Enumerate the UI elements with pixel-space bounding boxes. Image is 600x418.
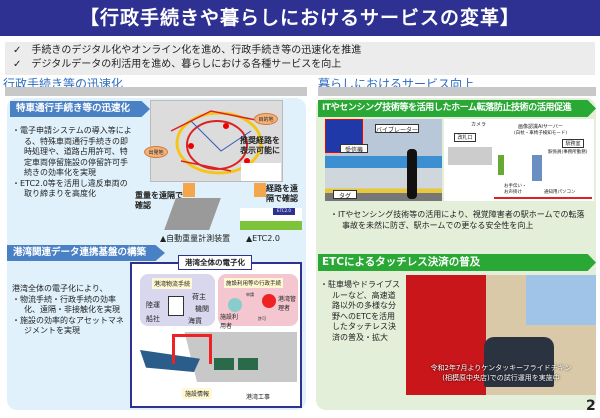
tokusha-header: 特車通行手続き等の迅速化 (10, 101, 150, 117)
etc-badge: ETC2.0 (273, 208, 295, 215)
route-check-label: 経路を遠隔で確認 (266, 184, 298, 203)
bullet: 物流手続・行政手続の効率化、遠隔・非接触化を実現 (12, 295, 127, 316)
crane-icon (172, 334, 212, 364)
weight-label: 重量を遠隔で確認 (135, 191, 183, 210)
route-map-icon (170, 110, 281, 181)
port-diagram: 港湾物流手続 陸運 荷主 機関 船社 海貨 施設利用等の行政手続 申請 許可 港… (130, 262, 302, 408)
etc-image: ETC2.0 (240, 208, 302, 230)
permit-label: 許可 (258, 316, 266, 321)
bullet: 電子申請システムの導入等による、特殊車両通行手続きの即時処理や、道路占用許可、特… (12, 126, 132, 179)
tokusha-bullets: 電子申請システムの導入等による、特殊車両通行手続きの即時処理や、道路占用許可、特… (12, 126, 132, 200)
vibrator-label: バイブレーター (375, 124, 419, 134)
user-icon (228, 298, 242, 312)
caption-line: 令和2年7月よりケンタッキーフライドチキン (430, 364, 572, 372)
user-label: 施設利用者 (220, 314, 239, 330)
arrow-icon (183, 183, 195, 197)
drive-through-photo: 令和2年7月よりケンタッキーフライドチキン (相模原中央店)での試行運用を実施中 (406, 275, 596, 395)
slide-title: 【行政手続きや暮らしにおけるサービスの変革】 (0, 0, 600, 36)
bullet: ETC2.0等を活用し違反車両の取り締まりを高度化 (12, 179, 132, 200)
port-text: 港湾全体の電子化により、 物流手続・行政手続の効率化、遠隔・非接触化を実現 施設… (12, 284, 127, 337)
person-silhouette (407, 149, 417, 199)
tag-label: タグ (333, 190, 357, 200)
etc-bullets: 駐車場やドライブスルーなど、高速道路以外の多様な分野へのETCを活用したタッチレ… (320, 280, 402, 343)
person-icon (498, 155, 504, 175)
manager-icon (262, 294, 276, 308)
check-icon: ✓ (13, 45, 22, 56)
gate-image (448, 147, 492, 165)
port-intro: 港湾全体の電子化により、 (12, 284, 108, 293)
port-diagram-title: 港湾全体の電子化 (178, 255, 252, 270)
divider (5, 87, 307, 96)
arrow-icon (254, 183, 266, 197)
summary-item: ✓ デジタルデータの利活用を進め、暮らしにおける各種サービスを向上 (13, 58, 595, 72)
divider (318, 87, 596, 96)
sea-label: 海貨 (188, 317, 202, 325)
container-icon (214, 358, 234, 370)
port-ground (184, 332, 297, 382)
platform-bullets: ITやセンシング技術等の活用により、視覚障害者の駅ホームでの転落事故を未然に防ぎ… (330, 210, 592, 231)
port-header: 港湾関連データ連携基盤の構築 (7, 245, 165, 261)
shipper-label: 荷主 (192, 293, 206, 301)
logistics-label: 港湾物流手続 (152, 278, 193, 289)
summary-box: ✓ 手続きのデジタル化やオンライン化を進め、行政手続き等の迅速化を推進 ✓ デジタル… (5, 42, 595, 75)
ship-label: 船社 (146, 315, 160, 323)
page-number: 2 (586, 398, 596, 414)
container-icon (238, 358, 258, 370)
server-icon (532, 155, 542, 181)
platform-header: ITやセンシング技術等を活用したホーム転落防止技術の活用促進 (318, 100, 596, 117)
land-label: 陸運 (146, 301, 160, 309)
destination-label: 目的地 (254, 113, 278, 125)
photo-caption: 令和2年7月よりケンタッキーフライドチキン (相模原中央店)での試行運用を実施中 (406, 363, 596, 383)
agency-label: 機関 (195, 305, 209, 313)
server-label: 画像認識AIサーバー (518, 124, 563, 130)
facility-label: 施設情報 (182, 388, 213, 399)
admin-label: 施設利用等の行政手続 (224, 278, 284, 288)
origin-label: 出発地 (144, 146, 168, 158)
bullet: 駐車場やドライブスルーなど、高速道路以外の多様な分野へのETCを活用したタッチレ… (320, 280, 402, 343)
logistics-box: 港湾物流手続 陸運 荷主 機関 船社 海貨 (140, 274, 215, 326)
manager-label: 港湾管理者 (278, 296, 297, 312)
works-label: 港湾工事 (246, 394, 271, 401)
route-label: 推奨経路を表示可能に (240, 136, 280, 155)
bullet: 施設の効率的なアセットマネジメントを実現 (12, 316, 127, 337)
staff-label: 駅係員(事務所勤務) (548, 150, 588, 155)
server-mode-label: (白杖・車椅子検知モード) (514, 131, 568, 136)
apply-label: 申請 (246, 292, 254, 297)
etc-header: ETCによるタッチレス決済の普及 (318, 254, 596, 271)
camera-label: カメラ (471, 122, 487, 128)
summary-item: ✓ 手続きのデジタル化やオンライン化を進め、行政手続き等の迅速化を推進 (13, 44, 595, 58)
receiver-label: 受信機 (340, 144, 368, 154)
gate-label: 改札口 (454, 133, 476, 142)
check-icon: ✓ (13, 59, 22, 70)
document-icon (168, 296, 184, 316)
alert-line (494, 197, 592, 199)
admin-box: 施設利用等の行政手続 申請 許可 港湾管理者 施設利用者 (218, 274, 298, 330)
pc-label: 通知用パソコン (544, 190, 576, 195)
etc-caption: ▲ETC2.0 (246, 234, 280, 243)
summary-text: 手続きのデジタル化やオンライン化を進め、行政手続き等の迅速化を推進 (31, 45, 362, 56)
system-diagram: カメラ 改札口 画像認識AIサーバー (白杖・車椅子検知モード) 駅務室 駅係員… (444, 119, 594, 201)
sky (526, 275, 596, 325)
summary-text: デジタルデータの利活用を進め、暮らしにおける各種サービスを向上 (31, 59, 342, 70)
car-image (484, 337, 554, 387)
office-label: 駅務室 (562, 139, 584, 148)
weigh-caption: ▲自動重量計測装置 (160, 234, 231, 243)
help-label: お手伝い・お声掛け (504, 184, 527, 195)
caption-line: (相模原中央店)での試行運用を実施中 (442, 374, 560, 382)
bullet: ITやセンシング技術等の活用により、視覚障害者の駅ホームでの転落事故を未然に防ぎ… (330, 210, 592, 231)
